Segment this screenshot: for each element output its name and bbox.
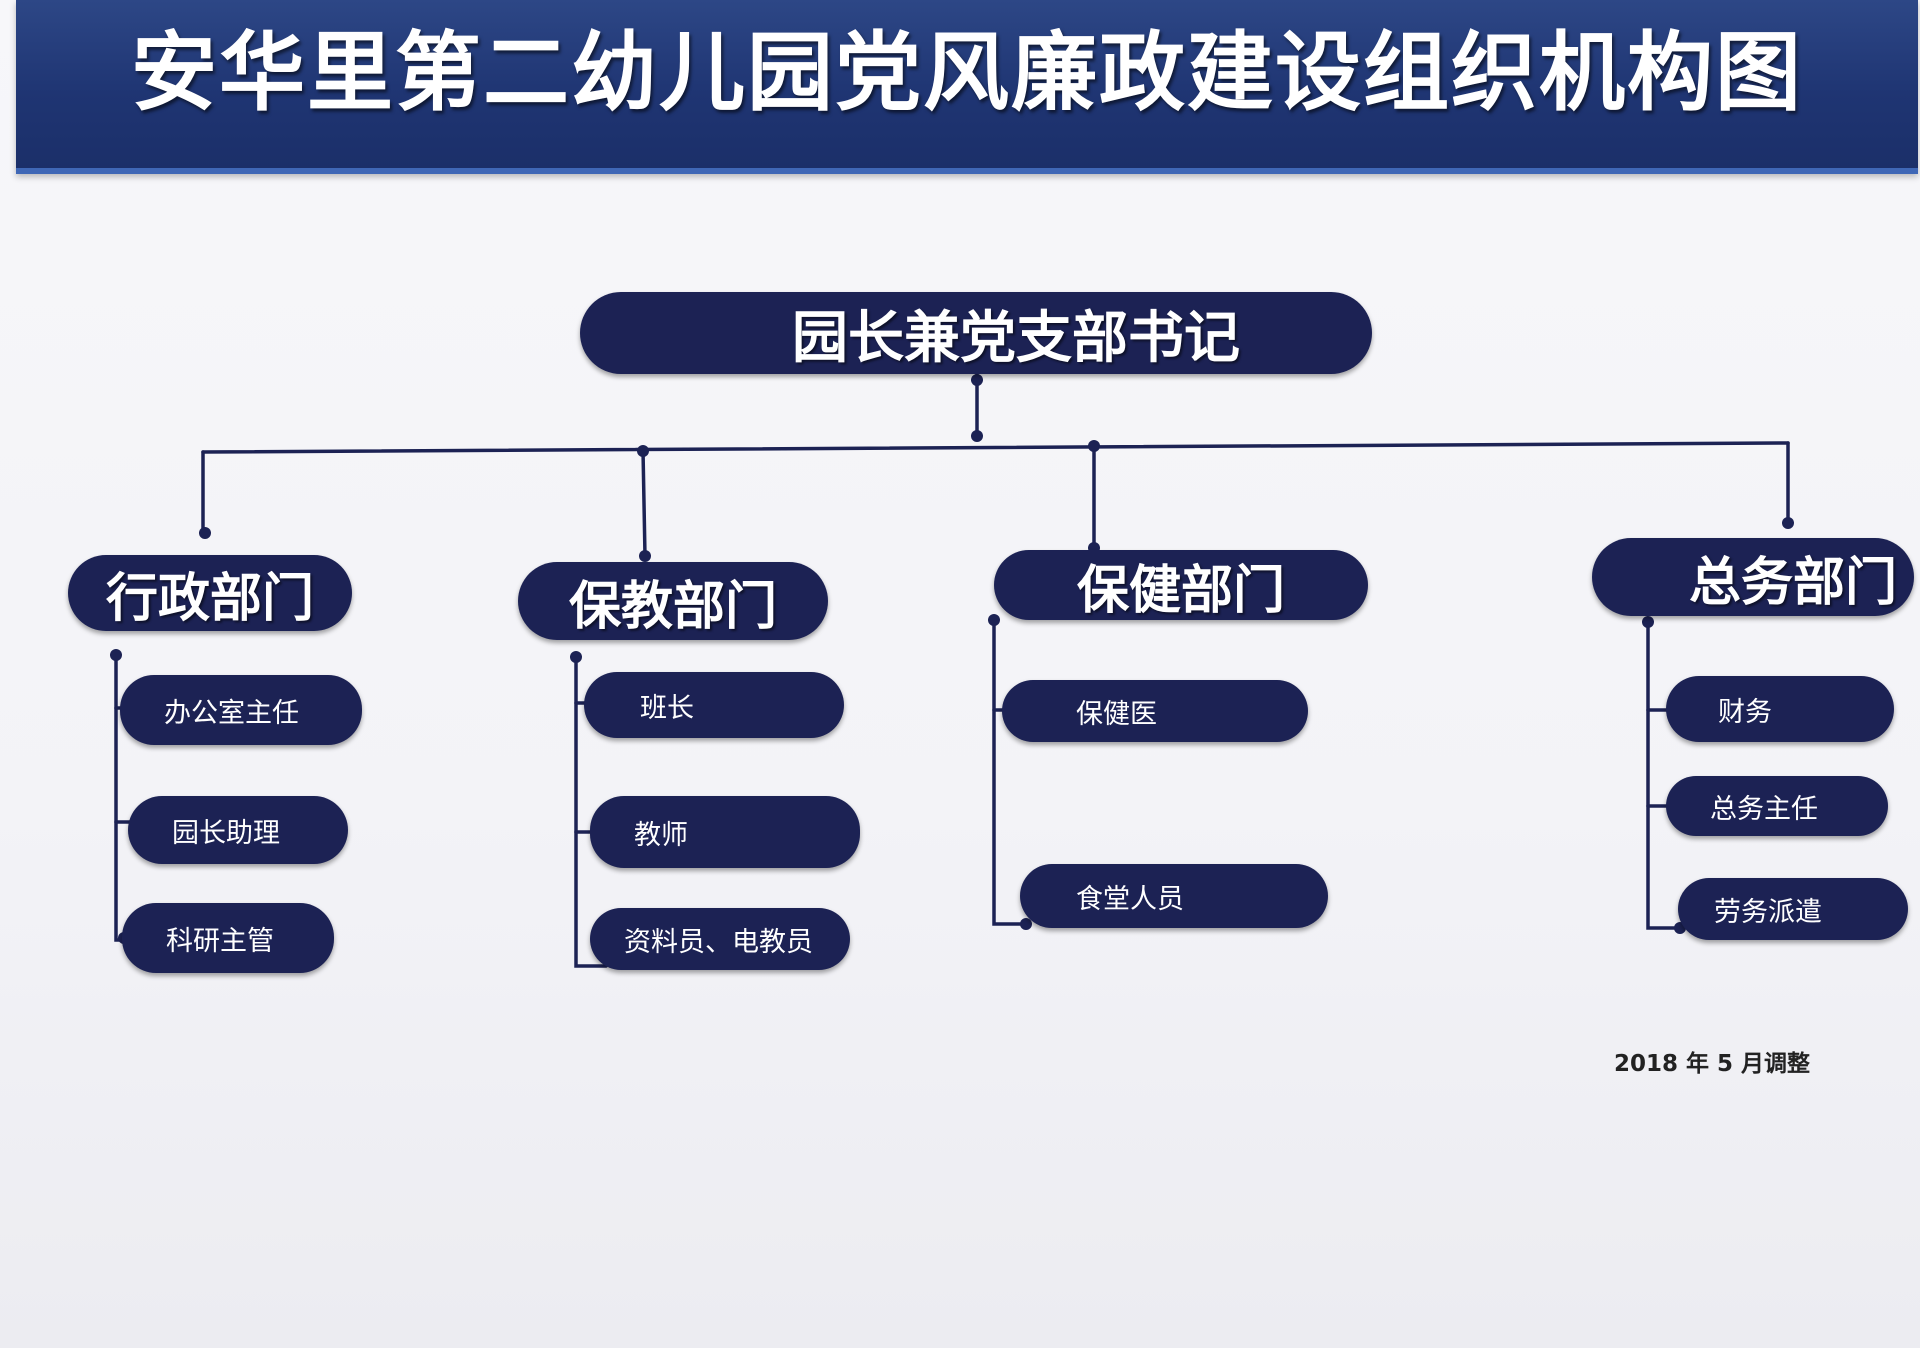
- department-label: 保健部门: [1076, 560, 1285, 621]
- role-label: 保健医: [1076, 698, 1157, 730]
- role-office-director: 办公室主任: [120, 675, 362, 745]
- department-label: 总务部门: [1688, 552, 1897, 613]
- junction-dot: [639, 550, 651, 562]
- department-label: 保教部门: [568, 576, 777, 637]
- junction-dot: [110, 649, 122, 661]
- root-node-label: 园长兼党支部书记: [792, 305, 1240, 371]
- role-principal-assistant: 园长助理: [128, 796, 348, 864]
- title-banner: 安华里第二幼儿园党风廉政建设组织机构图: [16, 0, 1918, 174]
- department-general-affairs: 总务部门: [1592, 538, 1914, 616]
- department-label: 行政部门: [105, 568, 314, 629]
- department-health-care: 保健部门: [994, 550, 1368, 621]
- bracket-education: [574, 653, 608, 968]
- role-general-affairs-director: 总务主任: [1666, 776, 1888, 836]
- role-archivist-av: 资料员、电教员: [590, 908, 850, 970]
- department-care-education: 保教部门: [518, 562, 828, 640]
- junction-dot: [637, 445, 649, 457]
- junction-dot: [1020, 918, 1032, 930]
- junction-dot: [1642, 616, 1654, 628]
- junction-dot: [1782, 517, 1794, 529]
- drop-line-education: [641, 448, 647, 558]
- bracket-health: [992, 618, 1028, 926]
- junction-dot: [1088, 440, 1100, 452]
- role-label: 教师: [634, 819, 688, 851]
- role-label: 财务: [1718, 696, 1772, 728]
- junction-dot: [199, 527, 211, 539]
- role-label: 劳务派遣: [1714, 896, 1822, 928]
- role-class-leader: 班长: [584, 672, 844, 738]
- junction-dot: [570, 651, 582, 663]
- role-teacher: 教师: [590, 796, 860, 868]
- root-node-principal-secretary: 园长兼党支部书记: [580, 292, 1372, 374]
- role-label: 科研主管: [166, 925, 274, 957]
- role-research-supervisor: 科研主管: [122, 903, 334, 973]
- role-label: 园长助理: [172, 817, 280, 849]
- department-bus-line: [201, 441, 1790, 454]
- role-label: 总务主任: [1710, 793, 1818, 825]
- role-label: 资料员、电教员: [624, 926, 813, 958]
- role-labor-dispatch: 劳务派遣: [1678, 878, 1908, 940]
- junction-dot: [988, 614, 1000, 626]
- junction-dot: [971, 374, 983, 386]
- bracket-general: [1646, 620, 1682, 930]
- role-finance: 财务: [1666, 676, 1894, 742]
- role-label: 食堂人员: [1076, 883, 1184, 915]
- department-administration: 行政部门: [68, 555, 352, 631]
- page-title: 安华里第二幼儿园党风廉政建设组织机构图: [131, 23, 1803, 123]
- role-health-doctor: 保健医: [1002, 680, 1308, 742]
- junction-dot: [971, 430, 983, 442]
- role-label: 办公室主任: [164, 697, 299, 729]
- role-label: 班长: [640, 692, 694, 724]
- adjustment-date-note: 2018 年 5 月调整: [1614, 1051, 1811, 1077]
- role-canteen-staff: 食堂人员: [1020, 864, 1328, 928]
